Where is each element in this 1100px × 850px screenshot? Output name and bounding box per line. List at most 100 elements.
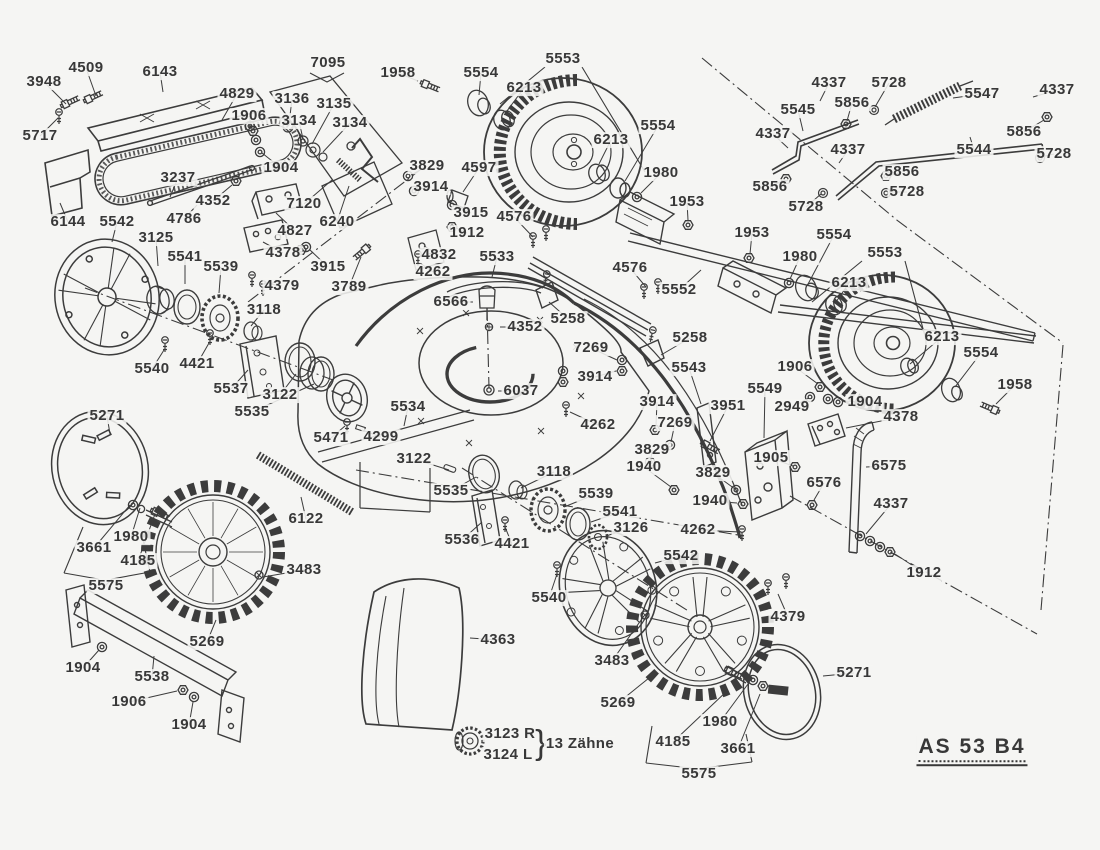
part-label-7120: 7120 (284, 195, 324, 213)
part-label-5554: 5554 (961, 344, 1001, 362)
part-label-3237: 3237 (158, 169, 198, 187)
part-label-4576: 4576 (494, 208, 534, 226)
part-label-5856: 5856 (832, 94, 872, 112)
washer-icon (822, 393, 834, 405)
part-label-1953: 1953 (667, 193, 707, 211)
part-label-13-z-hne: 13 Zähne (543, 735, 617, 753)
part-label-3914: 3914 (637, 393, 677, 411)
drive-pulley-wheel (54, 238, 335, 399)
nut-icon (230, 176, 242, 186)
part-label-4576: 4576 (610, 259, 650, 277)
part-label-1980: 1980 (780, 248, 820, 266)
washer-icon (854, 530, 866, 542)
part-label-3483: 3483 (592, 652, 632, 670)
nut-icon (814, 382, 826, 392)
pinion-gear (454, 726, 485, 756)
part-label-5553: 5553 (543, 50, 583, 68)
washer-icon (783, 277, 795, 289)
screwV-icon (542, 225, 550, 242)
part-label-5540: 5540 (529, 589, 569, 607)
part-label-5545: 5545 (778, 101, 818, 119)
nut-icon (743, 253, 755, 263)
part-label-6122: 6122 (286, 510, 326, 528)
blade-holder-pulley (299, 356, 457, 473)
part-label-5271: 5271 (87, 407, 127, 425)
leader-line (672, 689, 729, 743)
screwV-icon (782, 573, 790, 590)
washer-icon (832, 396, 844, 408)
part-label-1980: 1980 (700, 713, 740, 731)
part-label-1953: 1953 (732, 224, 772, 242)
part-label-3135: 3135 (314, 95, 354, 113)
part-label-1906: 1906 (775, 358, 815, 376)
part-label-4421: 4421 (177, 355, 217, 373)
part-label-4379: 4379 (262, 277, 302, 295)
nut-icon (789, 462, 801, 472)
part-label-5258: 5258 (548, 310, 588, 328)
part-label-5539: 5539 (201, 258, 241, 276)
part-label-5535: 5535 (232, 403, 272, 421)
part-label-5547: 5547 (962, 85, 1002, 103)
part-label-3789: 3789 (329, 278, 369, 296)
part-label-6213: 6213 (922, 328, 962, 346)
part-label-3914: 3914 (575, 368, 615, 386)
part-label-6037: 6037 (501, 382, 541, 400)
wheel-front-left-tire (483, 74, 643, 230)
part-label-1912: 1912 (447, 224, 487, 242)
part-label-4185: 4185 (653, 733, 693, 751)
wheel-rear-right (626, 553, 774, 701)
threaded-rod (255, 451, 355, 516)
part-label-4352: 4352 (193, 192, 233, 210)
throttle-lever (335, 137, 379, 183)
part-label-4299: 4299 (361, 428, 401, 446)
part-label-3118: 3118 (244, 301, 284, 319)
part-label-3948: 3948 (24, 73, 64, 91)
engine-plate (268, 72, 403, 229)
part-label-4262: 4262 (578, 416, 618, 434)
part-label-7095: 7095 (308, 54, 348, 72)
rear-rail (527, 256, 665, 367)
leader-line (737, 693, 761, 750)
part-label-5543: 5543 (669, 359, 709, 377)
part-label-5541: 5541 (165, 248, 205, 266)
clutch-rod (146, 164, 256, 207)
part-label-4337: 4337 (1037, 81, 1077, 99)
axle-parts-left (127, 499, 264, 580)
part-label-1980: 1980 (641, 164, 681, 182)
part-label-5554: 5554 (638, 117, 678, 135)
part-label-4827: 4827 (275, 222, 315, 240)
part-label-1940: 1940 (690, 492, 730, 510)
part-label-3829: 3829 (693, 464, 733, 482)
washer-icon (616, 354, 628, 366)
part-label-5552: 5552 (659, 281, 699, 299)
screwV-icon (248, 271, 256, 288)
part-label-5533: 5533 (477, 248, 517, 266)
part-label-4337: 4337 (809, 74, 849, 92)
part-label-1904: 1904 (63, 659, 103, 677)
part-label-4597: 4597 (459, 159, 499, 177)
part-label-5540: 5540 (132, 360, 172, 378)
part-label-6143: 6143 (140, 63, 180, 81)
wheel-front-left-hub-parts (418, 78, 610, 185)
nut-icon (616, 366, 628, 376)
part-label-3136: 3136 (272, 90, 312, 108)
wheel-rear-left (141, 480, 285, 624)
part-label-3118: 3118 (534, 463, 574, 481)
part-label-4337: 4337 (828, 141, 868, 159)
part-label-5271: 5271 (834, 664, 874, 682)
part-label-3126: 3126 (611, 519, 651, 537)
part-label-5717: 5717 (20, 127, 60, 145)
part-label-4185: 4185 (118, 552, 158, 570)
part-label-5535: 5535 (431, 482, 471, 500)
part-label-7269: 7269 (571, 339, 611, 357)
part-label-1904: 1904 (261, 159, 301, 177)
screwV-icon (501, 516, 509, 533)
grass-deflector (361, 578, 464, 731)
part-label-5575: 5575 (679, 765, 719, 783)
part-label-2949: 2949 (772, 398, 812, 416)
part-label-3915: 3915 (451, 204, 491, 222)
part-label-6213: 6213 (504, 79, 544, 97)
part-label-3122: 3122 (394, 450, 434, 468)
nut-icon (737, 499, 749, 509)
